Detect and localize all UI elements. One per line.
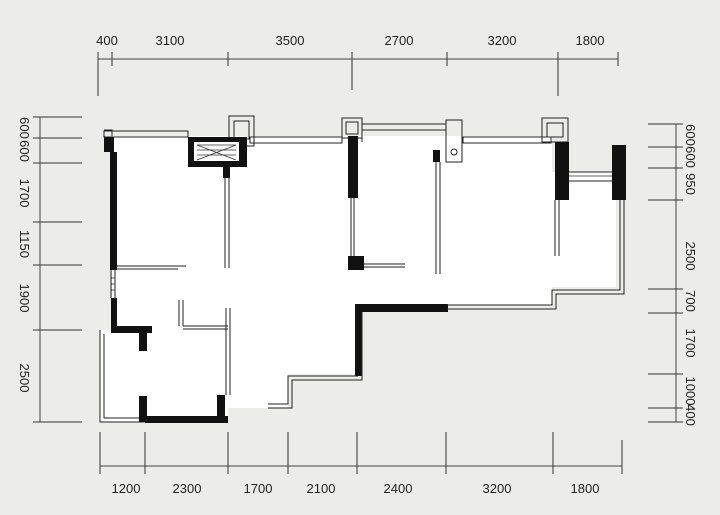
bottom-dim-1: 1200 — [112, 481, 141, 496]
top-dim-6: 1800 — [576, 33, 605, 48]
bottom-dimension-line: 1200 2300 1700 2100 2400 3200 1800 — [99, 432, 623, 496]
right-dim-5: 700 — [683, 290, 698, 312]
right-dim-8: 400 — [683, 404, 698, 426]
left-dim-2: 600 — [17, 140, 32, 162]
left-dim-1: 600 — [17, 117, 32, 139]
left-dim-5: 1900 — [17, 284, 32, 313]
structural-walls — [104, 136, 626, 423]
top-dim-4: 2700 — [385, 33, 414, 48]
left-dim-4: 1150 — [17, 230, 32, 258]
top-dim-1: 400 — [96, 33, 118, 48]
right-dim-6: 1700 — [683, 329, 698, 358]
right-dim-2: 600 — [683, 146, 698, 168]
kitchen-block — [188, 137, 247, 167]
right-dim-1: 600 — [683, 124, 698, 146]
top-dimension-line: 400 3100 3500 2700 3200 1800 — [96, 33, 619, 96]
right-dimension-line: 600 600 950 2500 700 1700 1000 400 — [648, 123, 698, 426]
top-dim-5: 3200 — [488, 33, 517, 48]
top-dim-3: 3500 — [276, 33, 305, 48]
bottom-dim-5: 2400 — [384, 481, 413, 496]
right-dim-3: 950 — [683, 173, 698, 195]
left-dimension-line: 600 600 1700 1150 1900 2500 — [17, 116, 82, 423]
left-dim-6: 2500 — [17, 364, 32, 393]
bottom-dim-4: 2100 — [307, 481, 336, 496]
interior-partitions — [99, 129, 625, 423]
bottom-dim-6: 3200 — [483, 481, 512, 496]
right-dim-7: 1000 — [683, 377, 698, 406]
bottom-dim-2: 2300 — [173, 481, 202, 496]
top-dim-2: 3100 — [156, 33, 185, 48]
bottom-dim-7: 1800 — [571, 481, 600, 496]
left-dim-3: 1700 — [17, 179, 32, 208]
bottom-dim-3: 1700 — [244, 481, 273, 496]
right-dim-4: 2500 — [683, 242, 698, 271]
